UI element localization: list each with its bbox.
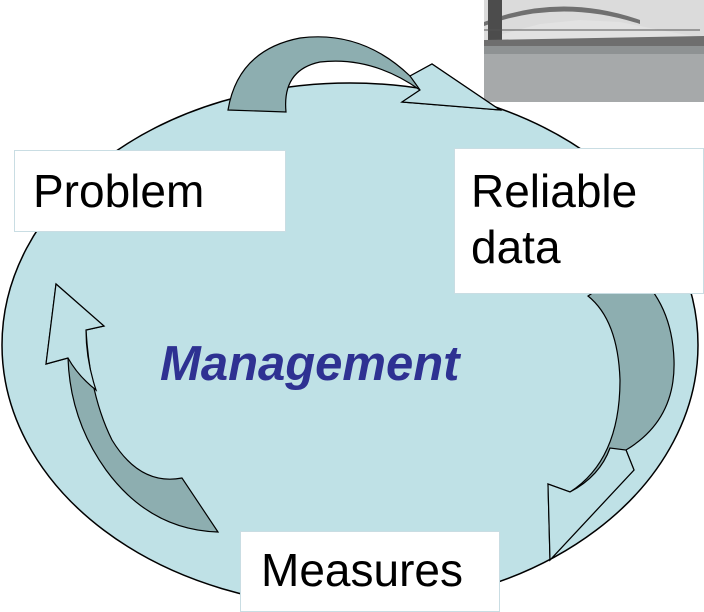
node-reliable-data: Reliable data <box>454 148 704 294</box>
node-reliable-label-line1: Reliable <box>471 165 638 217</box>
arrow-reliable-to-measures <box>547 267 675 562</box>
node-measures: Measures <box>240 531 500 612</box>
node-reliable-label-line2: data <box>471 221 561 273</box>
center-title: Management <box>160 337 460 391</box>
bridge-photo <box>484 0 704 102</box>
arrow-measures-to-problem <box>45 282 220 533</box>
arrow-problem-to-reliable <box>227 36 503 113</box>
node-problem: Problem <box>14 150 286 232</box>
node-measures-label: Measures <box>261 544 463 596</box>
node-problem-label: Problem <box>33 165 205 217</box>
